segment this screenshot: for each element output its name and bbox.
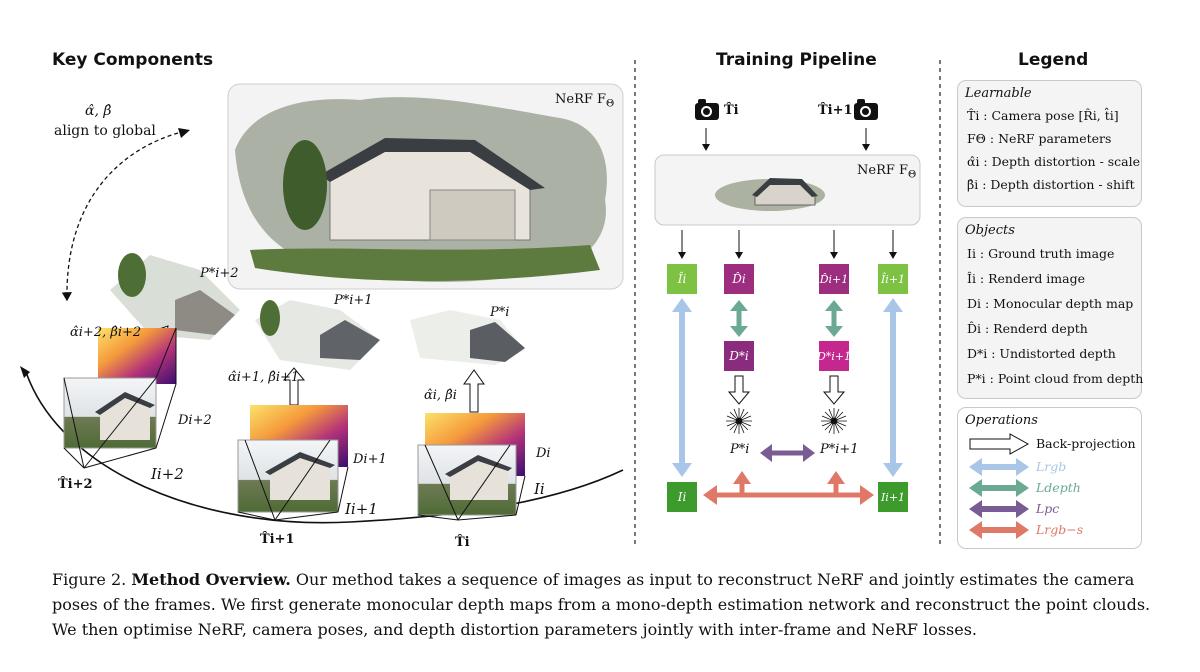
header-legend: Legend: [1018, 50, 1089, 70]
legend-op-rgbs: Lrgb−s: [1036, 522, 1084, 537]
caption-figure-number: Figure 2.: [52, 570, 127, 589]
loss-depth-arrow-right: [825, 300, 843, 337]
caption-title: Method Overview.: [131, 570, 291, 589]
legend-learnable-item: T̂i : Camera pose [R̂i, t̂i]: [967, 108, 1119, 123]
nerf-lawn: [250, 245, 600, 282]
legend-op-depth: Ldepth: [1036, 480, 1081, 495]
legend-learnable-item: FΘ : NeRF parameters: [967, 131, 1112, 146]
pc-label-i: P*i: [730, 442, 750, 457]
frame-group-i1: [237, 405, 349, 521]
legend-op-backprojection: Back-projection: [1036, 436, 1136, 451]
legend-pc-arrow: [969, 500, 1029, 518]
caption-text: Our method takes a sequence of images as…: [52, 570, 1151, 639]
legend-op-rgb: Lrgb: [1036, 459, 1067, 474]
figure-caption: Figure 2. Method Overview. Our method ta…: [52, 567, 1162, 642]
align-text: align to global: [54, 123, 156, 139]
image-label-i: Ii: [534, 480, 545, 498]
pc-label-i1: P*i+1: [820, 442, 859, 457]
pc-burst-i: [726, 408, 752, 434]
box-rendered-image-i: Îi: [667, 264, 697, 294]
pipeline-nerf-label: NeRF FΘ: [857, 163, 917, 181]
depth-label-i2: Di+2: [178, 413, 212, 428]
param-label-i: α̂i, β̂i: [424, 388, 457, 403]
nerf-tree: [283, 140, 327, 230]
nerf-garage: [429, 189, 516, 241]
box-gt-image-i1: Ii+1: [878, 482, 908, 512]
legend-objects-item: D̂i : Renderd depth: [967, 321, 1088, 336]
header-training-pipeline: Training Pipeline: [716, 50, 877, 70]
param-label-i1: α̂i+1, β̂i+1: [228, 370, 300, 385]
box-undistorted-depth-i: D*i: [724, 341, 754, 371]
legend-objects-item: Ii : Ground truth image: [967, 246, 1115, 261]
loss-rgb-arrow-left: [672, 298, 692, 477]
depth-label-i1: Di+1: [353, 452, 387, 467]
point-cloud-i1: [255, 300, 380, 370]
align-symbols: α̂, β̂: [85, 103, 112, 119]
legend-learnable-item: α̂i : Depth distortion - scale: [967, 154, 1141, 169]
loss-rgb-arrow-right: [883, 298, 903, 477]
loss-pc-arrow: [760, 444, 815, 462]
header-key-components: Key Components: [52, 50, 214, 70]
backproj-arrow-i1: [282, 367, 306, 406]
align-arrow: [61, 132, 179, 302]
pose-label-i2: T̂i+2: [58, 477, 93, 492]
depth-label-i: Di: [536, 446, 551, 461]
legend-rgb-arrow: [969, 458, 1029, 476]
pc-burst-i1: [821, 408, 847, 434]
pose-label-i: T̂i: [455, 535, 470, 550]
param-label-i2: α̂i+2, β̂i+2: [70, 325, 142, 340]
box-rendered-depth-i: D̂i: [724, 264, 754, 294]
backproj-arrow-i: [463, 369, 485, 413]
camera-icon-right: [854, 99, 878, 120]
align-arrow-head-top: [178, 128, 190, 138]
legend-learnable-panel: Learnable T̂i : Camera pose [R̂i, t̂i] F…: [957, 80, 1142, 207]
legend-operations-panel: Operations Back-projection Lrgb Ldepth L…: [957, 407, 1142, 549]
legend-objects-item: D*i : Undistorted depth: [967, 346, 1116, 361]
legend-objects-panel: Objects Ii : Ground truth image Îi : Ren…: [957, 217, 1144, 399]
box-rendered-image-i1: Îi+1: [878, 264, 908, 294]
cloud-label-i: P*i: [490, 305, 510, 320]
legend-objects-title: Objects: [965, 223, 1015, 238]
frame-group-i: [417, 413, 526, 521]
point-cloud-i: [410, 310, 525, 365]
legend-learnable-title: Learnable: [965, 86, 1032, 101]
box-undistorted-depth-i1: D*i+1: [817, 341, 851, 371]
cloud-label-i2: P*i+2: [200, 266, 239, 281]
point-cloud-i2: [110, 253, 240, 340]
legend-learnable-item: β̂i : Depth distortion - shift: [967, 177, 1135, 192]
box-gt-image-i: Ii: [667, 482, 697, 512]
loss-depth-arrow-left: [730, 300, 748, 337]
cam-label-left: T̂i: [724, 103, 739, 118]
image-label-i2: Ii+2: [151, 465, 184, 483]
legend-op-pc: Lpc: [1036, 501, 1060, 516]
pose-label-i1: T̂i+1: [260, 532, 295, 547]
legend-backproj-arrow: [969, 433, 1030, 455]
nerf-roof: [320, 138, 545, 190]
loss-rgbs-arrow: [703, 471, 874, 505]
cam-label-right: T̂i+1: [818, 103, 853, 118]
frame-group-i2: [63, 327, 177, 469]
box-rendered-depth-i1: D̂i+1: [819, 264, 849, 294]
legend-rgbs-arrow: [969, 521, 1029, 539]
legend-objects-item: Di : Monocular depth map: [967, 296, 1134, 311]
cloud-label-i1: P*i+1: [334, 293, 373, 308]
camera-icon-left: [695, 99, 719, 120]
legend-objects-item: P*i : Point cloud from depth: [967, 371, 1144, 386]
legend-objects-item: Îi : Renderd image: [967, 271, 1086, 286]
legend-depth-arrow: [969, 479, 1029, 497]
nerf-label: NeRF FΘ: [555, 92, 615, 110]
image-label-i1: Ii+1: [345, 500, 378, 518]
legend-operations-title: Operations: [965, 413, 1038, 428]
